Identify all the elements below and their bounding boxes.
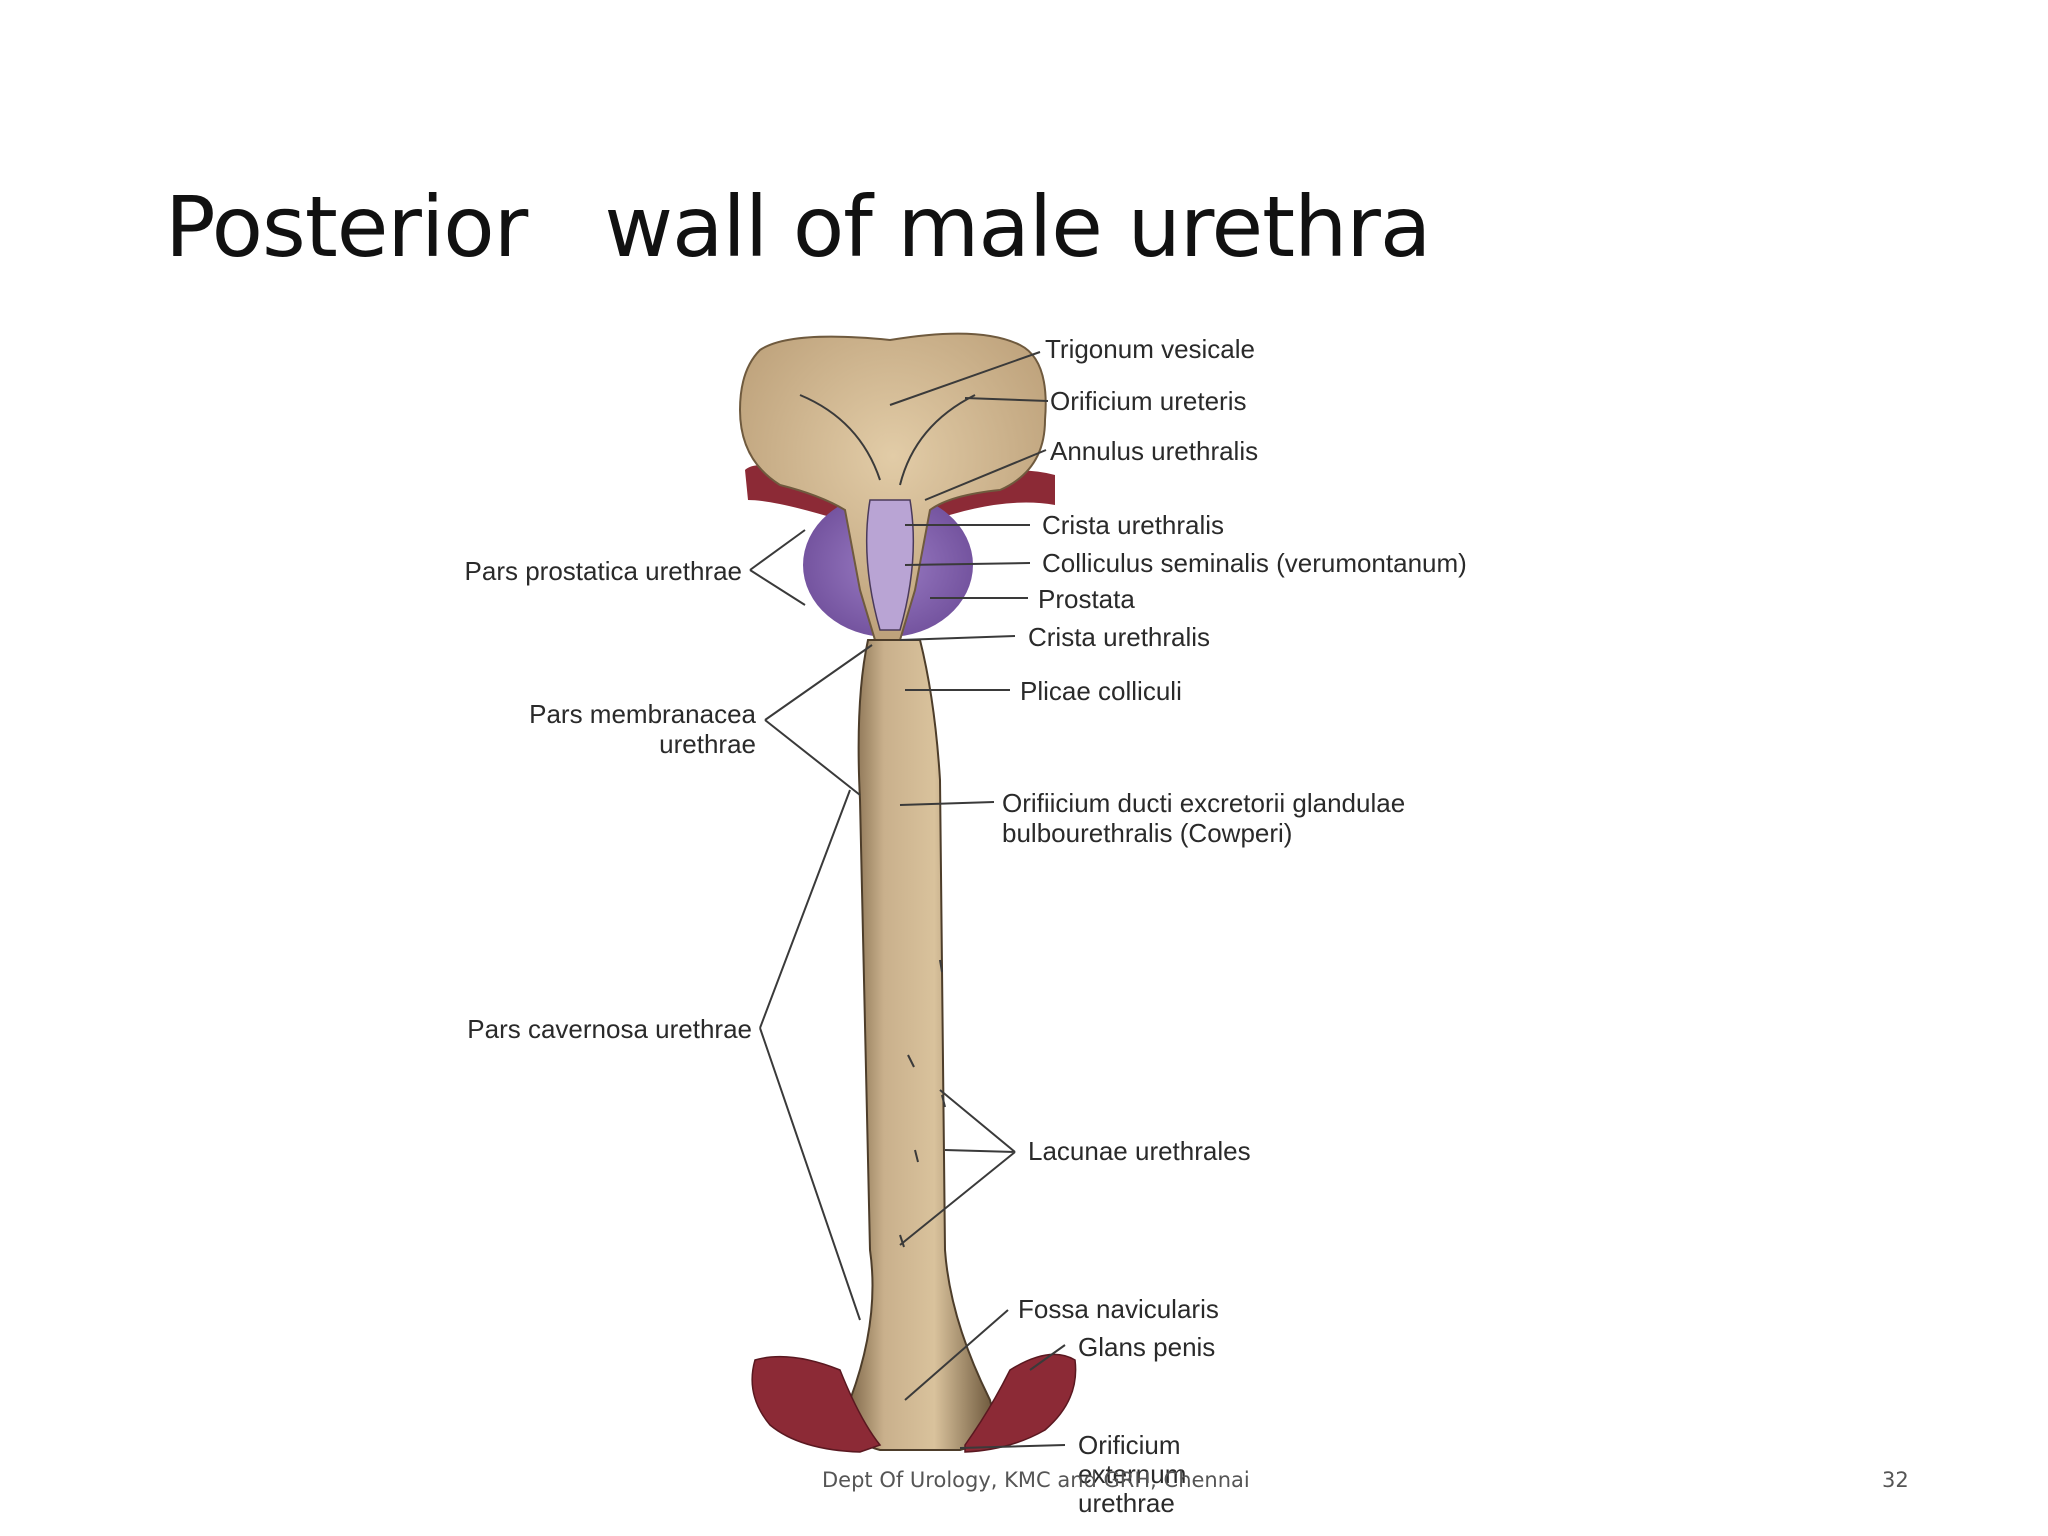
label-orificium-externum-line2: externum: [1078, 1459, 1186, 1489]
leader-line: [959, 1444, 1066, 1449]
label-crista-urethralis-1: Crista urethralis: [1042, 510, 1224, 540]
leader-line: [1029, 1344, 1066, 1371]
label-pars-membranacea-line1: Pars membranacea: [529, 699, 756, 729]
slide-footer: Dept Of Urology, KMC and GRH, Chennai: [822, 1468, 1250, 1492]
label-plicae-colliculi: Plicae colliculi: [1020, 676, 1182, 706]
trigone-ridge: [799, 394, 881, 481]
anatomy-drawing: [738, 332, 1077, 1453]
label-pars-membranacea-line2: urethrae: [659, 729, 756, 759]
label-colliculus-seminalis: Colliculus seminalis (verumontanum): [1042, 548, 1467, 578]
leader-line: [899, 801, 995, 806]
lacuna-mark: [939, 959, 943, 973]
label-trigonum-vesicale: Trigonum vesicale: [1045, 334, 1255, 364]
label-orificium-ureteris: Orificium ureteris: [1050, 386, 1246, 416]
leader-line: [964, 397, 1049, 402]
leader-line: [899, 1089, 1016, 1246]
lacuna-mark: [941, 1094, 946, 1108]
label-glans-penis: Glans penis: [1078, 1332, 1215, 1362]
label-crista-urethralis-2: Crista urethralis: [1028, 622, 1210, 652]
trigone-ridge-2: [899, 394, 976, 486]
leader-line: [764, 644, 873, 796]
leader-line: [899, 635, 1016, 641]
label-prostata: Prostata: [1038, 584, 1135, 614]
label-orificium-ducti-line2: bulbourethralis (Cowperi): [1002, 818, 1292, 848]
right-labels: Trigonum vesicale Orificium ureteris Ann…: [1002, 334, 1467, 1518]
slide-title: Posterior wall of male urethra: [165, 178, 1431, 276]
lacuna-mark: [907, 1054, 915, 1068]
label-orificium-externum-line3: urethrae: [1078, 1488, 1175, 1518]
urethra-shaft: [847, 639, 993, 1451]
leader-line: [759, 789, 861, 1321]
label-orificium-ducti-line1: Orifiicium ducti excretorii glandulae: [1002, 788, 1405, 818]
label-pars-prostatica: Pars prostatica urethrae: [465, 556, 742, 586]
label-fossa-navicularis: Fossa navicularis: [1018, 1294, 1219, 1324]
left-labels: Pars prostatica urethrae Pars membranace…: [465, 556, 757, 1044]
label-annulus-urethralis: Annulus urethralis: [1050, 436, 1258, 466]
leader-lines: [749, 351, 1066, 1449]
prostatic-urethra-lumen: [865, 499, 915, 631]
leader-line: [749, 529, 806, 606]
leader-line: [889, 351, 1041, 406]
label-pars-cavernosa: Pars cavernosa urethrae: [467, 1014, 752, 1044]
leader-line: [904, 1309, 1009, 1401]
bladder-trigone: [738, 332, 1047, 641]
page-number: 32: [1882, 1468, 1909, 1492]
leader-line: [924, 449, 1047, 501]
label-lacunae-urethrales: Lacunae urethrales: [1028, 1136, 1251, 1166]
leader-line: [904, 562, 1031, 566]
label-orificium-externum-line1: Orificium: [1078, 1430, 1181, 1460]
glans-right: [964, 1353, 1077, 1453]
glans-left: [751, 1355, 882, 1453]
lacuna-mark: [899, 1234, 905, 1248]
lacuna-mark: [914, 1149, 919, 1163]
